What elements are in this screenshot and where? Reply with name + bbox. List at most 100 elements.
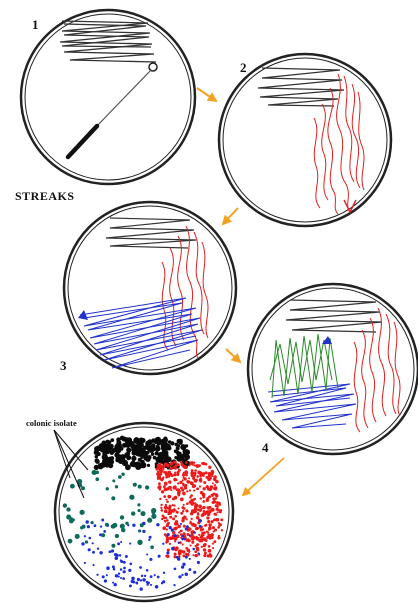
- colony-dot: [206, 499, 209, 502]
- colony-dot: [141, 575, 143, 577]
- colony-dot: [137, 540, 142, 545]
- colony-dot: [208, 510, 212, 514]
- colony-dot: [99, 551, 102, 554]
- colony-dot: [165, 504, 167, 506]
- colony-dot: [115, 534, 119, 538]
- colony-dot: [182, 543, 184, 545]
- plate-5-colonies: colonic isolate: [26, 418, 233, 601]
- colony-dot: [216, 511, 218, 513]
- colony-dot: [95, 477, 99, 481]
- colony-dot: [176, 523, 179, 526]
- colony-dot: [201, 514, 204, 517]
- colony-dot: [197, 513, 200, 516]
- colony-dot: [213, 502, 215, 504]
- plate-1-initial-streak: [60, 21, 156, 62]
- colony-dot: [151, 443, 156, 448]
- colony-dot: [82, 525, 86, 529]
- colony-dot: [160, 507, 162, 509]
- colony-dot: [203, 537, 207, 541]
- colony-dot: [215, 513, 218, 516]
- colony-dot: [177, 473, 180, 476]
- colony-dot: [211, 471, 214, 474]
- colony-dot: [171, 529, 174, 532]
- colony-dot: [199, 509, 202, 512]
- colony-dot: [183, 504, 185, 506]
- colony-dot: [180, 461, 183, 464]
- colony-dot: [213, 492, 216, 495]
- colony-dot: [116, 554, 119, 557]
- colony-dot: [161, 490, 164, 493]
- colony-dot: [200, 528, 203, 531]
- colony-dot: [151, 514, 156, 519]
- colony-dot: [184, 477, 187, 480]
- colony-dot: [194, 464, 196, 466]
- colony-dot: [159, 463, 161, 465]
- colony-dot: [92, 470, 97, 475]
- colony-dot: [66, 515, 71, 520]
- colony-dot: [112, 582, 114, 584]
- colony-dot: [170, 489, 172, 491]
- colony-dot: [193, 524, 197, 528]
- colony-dot: [194, 498, 196, 500]
- colony-dot: [204, 552, 207, 555]
- colony-dot: [150, 545, 154, 549]
- colony-dot: [115, 485, 118, 488]
- colony-dot: [92, 551, 95, 554]
- colony-dot: [150, 575, 153, 578]
- colony-dot: [129, 584, 132, 587]
- colony-dot: [104, 579, 107, 582]
- colony-dot: [173, 473, 176, 476]
- colony-dot: [178, 454, 184, 460]
- colony-dot: [186, 490, 188, 492]
- colony-dot: [147, 518, 152, 523]
- arrow-2-to-3: [223, 208, 238, 224]
- colony-dot: [120, 577, 122, 579]
- colony-dot: [167, 495, 171, 499]
- colony-dot: [203, 531, 206, 534]
- arrow-1-to-2: [197, 88, 216, 101]
- colony-dot: [110, 456, 114, 460]
- colony-dot: [137, 503, 140, 506]
- colony-dot: [202, 496, 205, 499]
- colony-dot: [166, 528, 168, 530]
- colony-dot: [185, 474, 188, 477]
- colony-dot: [162, 514, 165, 517]
- colony-dot: [155, 457, 161, 463]
- colony-dot: [160, 509, 163, 512]
- colony-dot: [79, 510, 84, 515]
- colony-dot: [182, 473, 185, 476]
- colony-dot: [146, 569, 149, 572]
- colony-dot: [160, 504, 162, 506]
- colony-dot: [180, 523, 182, 525]
- colony-dot: [199, 474, 202, 477]
- colony-dot: [203, 554, 206, 557]
- colony-dot: [161, 518, 163, 520]
- colony-dot: [206, 506, 209, 509]
- colony-dot: [81, 542, 84, 545]
- colony-dot: [140, 523, 144, 527]
- colony-dot: [183, 538, 185, 540]
- colony-dot: [212, 530, 214, 532]
- colony-dot: [200, 536, 202, 538]
- colony-dot: [195, 511, 197, 513]
- colony-dot: [164, 506, 168, 510]
- colony-isolate-label: colonic isolate: [26, 418, 77, 428]
- inoculating-loop-wire: [95, 70, 151, 128]
- colony-dot: [181, 535, 184, 538]
- colony-dot: [185, 547, 188, 550]
- colony-dot: [139, 445, 142, 448]
- plate-2-label: 2: [240, 60, 247, 75]
- colony-dot: [210, 536, 213, 539]
- colony-dot: [137, 578, 140, 581]
- colony-dot: [117, 440, 122, 445]
- colony-dot: [204, 543, 207, 546]
- colony-dot: [204, 524, 207, 527]
- colony-dot: [158, 482, 161, 485]
- colony-dot: [203, 534, 205, 536]
- colony-dot: [189, 489, 191, 491]
- colony-dot: [208, 549, 212, 553]
- colony-dot: [194, 550, 197, 553]
- colony-dot: [212, 482, 214, 484]
- colony-dot: [199, 485, 201, 487]
